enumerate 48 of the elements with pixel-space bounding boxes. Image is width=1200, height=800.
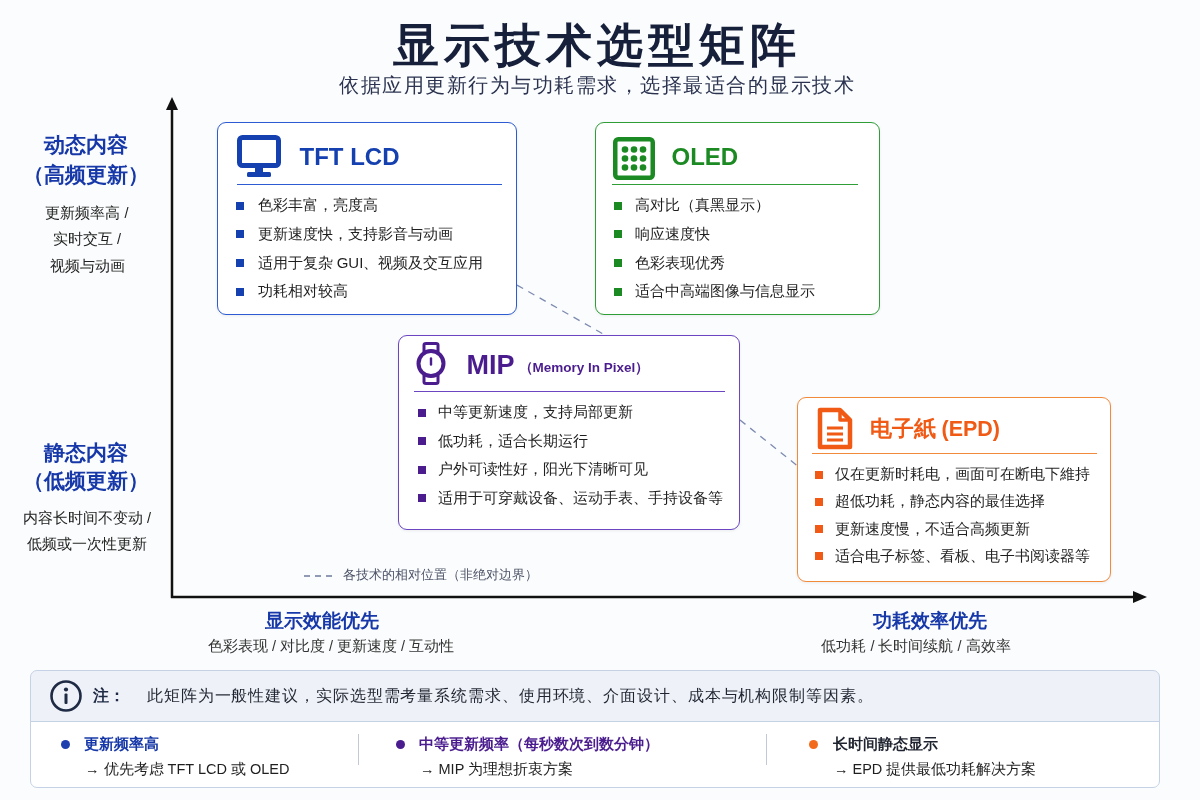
card-title: OLED bbox=[671, 141, 739, 172]
axis-description: 更新频率高 / 实时交互 / 视频与动画 bbox=[44, 203, 130, 276]
list-item: 户外可读性好，阳光下清晰可见 bbox=[437, 460, 648, 479]
list-item: 色彩丰富，亮度高 bbox=[257, 196, 378, 215]
list-item: 适合中高端图像与信息显示 bbox=[634, 282, 815, 301]
axis-heading: （高频更新） bbox=[23, 161, 149, 188]
card-subtitle: （Memory In Pixel） bbox=[518, 359, 650, 377]
info-card bbox=[217, 122, 517, 315]
list-item: 功耗相对较高 bbox=[257, 282, 348, 301]
axis-description: 内容长时间不变动 / 低频或一次性更新 bbox=[21, 508, 153, 555]
card-title: TFT LCD bbox=[299, 141, 400, 172]
list-item: 更新速度慢，不适合高频更新 bbox=[834, 519, 1030, 539]
info-card bbox=[398, 335, 740, 530]
card-title: MIP bbox=[466, 348, 515, 382]
column-heading: 中等更新频率（每秒数次到数分钟） bbox=[419, 734, 659, 754]
column-text: → 优先考虑 TFT LCD 或 OLED bbox=[85, 759, 290, 779]
info-card bbox=[595, 122, 880, 315]
axis-description: 低功耗 / 长时间续航 / 高效率 bbox=[821, 636, 1011, 656]
list-item: 适用于可穿戴设备、运动手表、手持设备等 bbox=[437, 488, 723, 508]
column-heading: 长时间静态显示 bbox=[833, 734, 938, 754]
list-item: 响应速度快 bbox=[634, 224, 710, 244]
axis-heading: 功耗效率优先 bbox=[873, 609, 987, 633]
list-item: 适合电子标签、看板、电子书阅读器等 bbox=[834, 547, 1090, 566]
axis-heading: 静态内容 bbox=[44, 439, 128, 466]
axis-heading: （低频更新） bbox=[23, 467, 149, 494]
axis-description: 色彩表现 / 对比度 / 更新速度 / 互动性 bbox=[207, 636, 455, 656]
axis-heading: 动态内容 bbox=[44, 131, 128, 158]
column-text: → EPD 提供最低功耗解决方案 bbox=[834, 759, 1037, 779]
list-item: 更新速度快，支持影音与动画 bbox=[257, 224, 453, 244]
info-card bbox=[797, 397, 1111, 582]
list-item: 超低功耗，静态内容的最佳选择 bbox=[834, 492, 1045, 512]
list-item: 高对比（真黑显示） bbox=[634, 196, 770, 215]
list-item: 低功耗，适合长期运行 bbox=[437, 431, 588, 451]
page-title: 显示技术选型矩阵 bbox=[393, 18, 801, 74]
note-panel bbox=[30, 670, 1160, 788]
list-item: 中等更新速度，支持局部更新 bbox=[437, 403, 633, 422]
list-item: 色彩表现优秀 bbox=[634, 253, 725, 273]
column-text: → MIP 为理想折衷方案 bbox=[420, 759, 574, 779]
connector-line bbox=[739, 419, 798, 467]
axis-heading: 显示效能优先 bbox=[265, 609, 379, 633]
list-item: 适用于复杂 GUI、视频及交互应用 bbox=[257, 253, 484, 273]
subtitle: 依据应用更新行为与功耗需求，选择最适合的显示技术 bbox=[339, 72, 855, 98]
note-text: 此矩阵为一般性建议，实际选型需考量系统需求、使用环境、介面设计、成本与机构限制等因素。 bbox=[147, 686, 874, 706]
note-label: 注： bbox=[93, 686, 125, 706]
list-item: 仅在更新时耗电，画面可在断电下維持 bbox=[834, 465, 1090, 484]
card-title: 电子紙 (EPD) bbox=[869, 416, 1000, 443]
legend-text: 各技术的相对位置（非绝对边界） bbox=[343, 568, 538, 584]
column-heading: 更新频率高 bbox=[84, 734, 159, 754]
